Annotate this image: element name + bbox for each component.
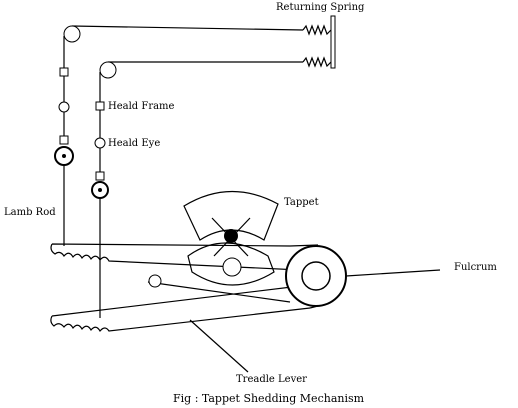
left-heald-frame-block (59, 67, 69, 77)
right-heald-eye (94, 137, 106, 149)
fulcrum-inner (301, 261, 331, 291)
upper-treadle-lever (50, 243, 301, 271)
upper-spring-coil (302, 24, 332, 36)
label-lamb-rod: Lamb Rod (4, 207, 56, 218)
treadle-levers (50, 243, 319, 333)
leader-lines (189, 319, 249, 373)
returning-spring (302, 15, 336, 69)
right-lower-block (95, 171, 105, 181)
label-heald-frame: Heald Frame (108, 101, 175, 112)
label-treadle-lever: Treadle Lever (236, 374, 307, 385)
left-heald-eye (58, 101, 70, 113)
tappet-upper-cam (183, 190, 279, 241)
label-heald-eye: Heald Eye (108, 138, 160, 149)
bottom-shaft (222, 257, 242, 277)
left-top-pulley (63, 25, 81, 43)
fulcrum (285, 245, 441, 307)
left-lower-block (59, 135, 69, 145)
tappet (183, 190, 279, 286)
spring-cords (71, 25, 304, 63)
label-tappet: Tappet (284, 197, 319, 208)
right-heald-frame-block (95, 101, 105, 111)
lower-treadle-lever (50, 285, 311, 333)
right-top-pulley (99, 61, 117, 79)
treadle-bowl-roller (148, 274, 162, 288)
cross-link (147, 281, 291, 303)
label-returning-spring: Returning Spring (276, 2, 365, 13)
right-harness (91, 61, 117, 318)
spring-wall (330, 15, 336, 69)
tappet-lower-cam (187, 242, 275, 286)
figure-caption: Fig : Tappet Shedding Mechanism (173, 392, 365, 405)
tappet-shaft (224, 229, 238, 243)
label-fulcrum: Fulcrum (454, 262, 497, 273)
lower-spring-coil (302, 56, 332, 68)
left-harness (54, 25, 81, 246)
